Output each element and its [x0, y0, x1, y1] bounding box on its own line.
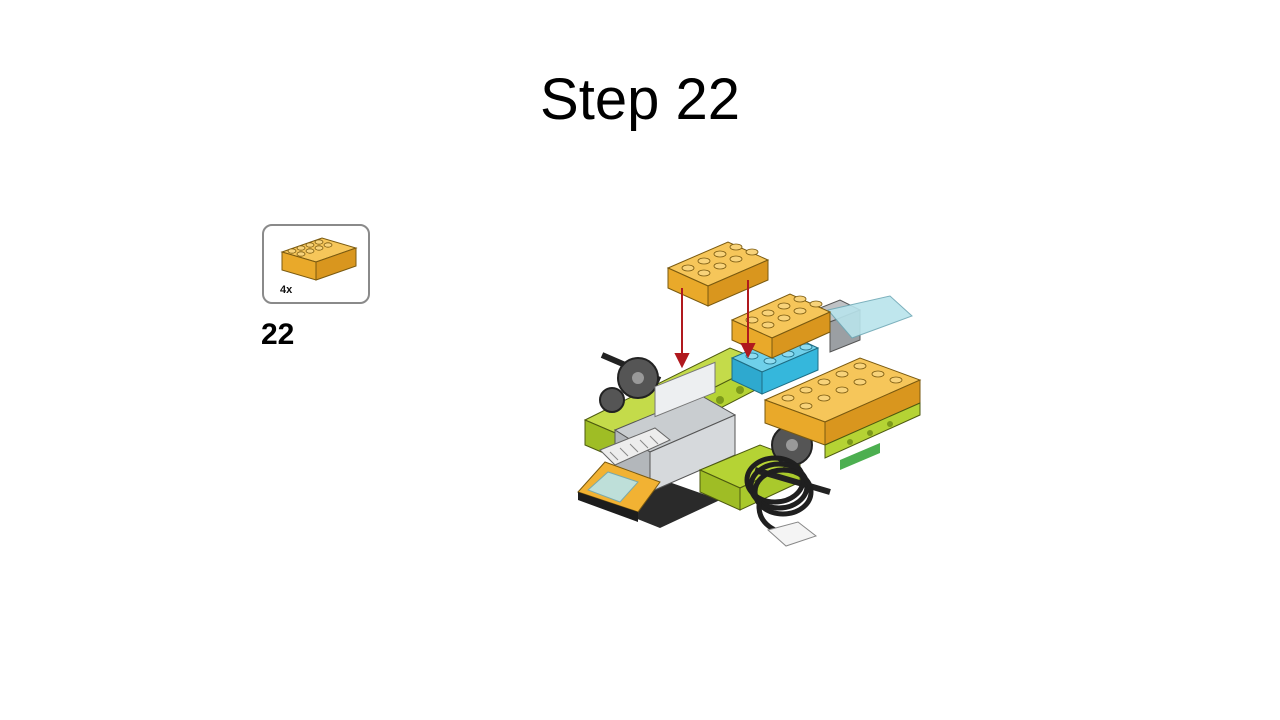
yellow-2x4-brick-icon — [280, 237, 358, 281]
parts-callout: 4x — [262, 224, 370, 304]
part-quantity: 4x — [280, 284, 293, 296]
step-number: 22 — [261, 318, 295, 351]
lego-robot-assembly-illustration — [577, 241, 922, 547]
page-title: Step 22 — [540, 67, 740, 132]
